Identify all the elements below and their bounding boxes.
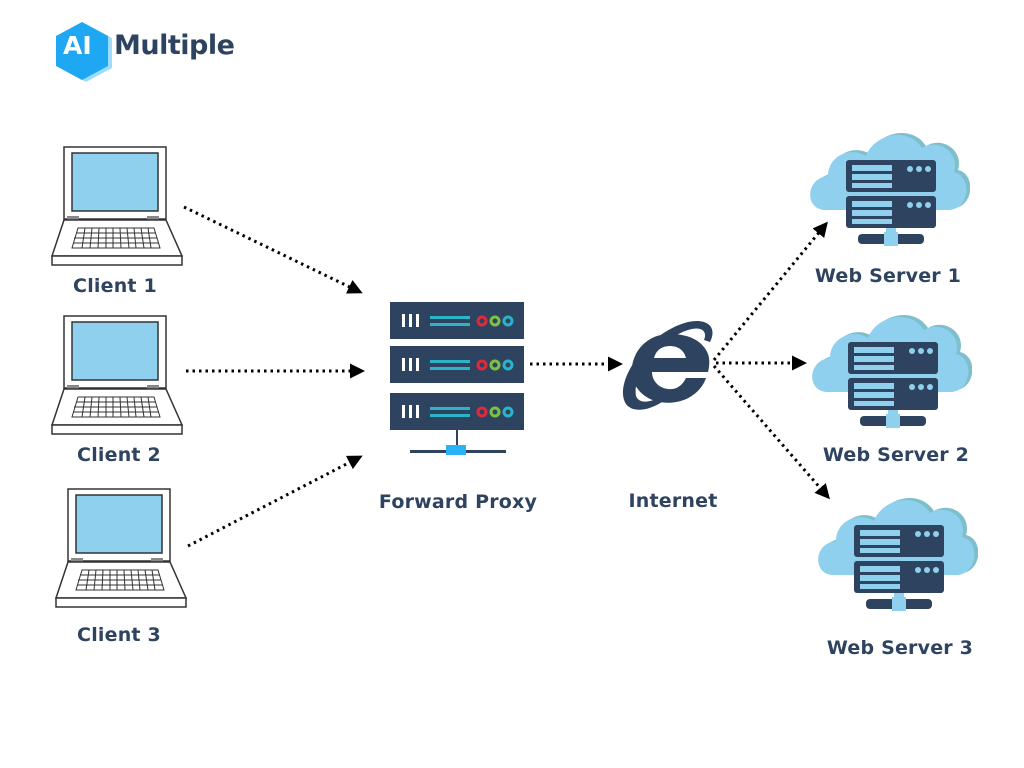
- client-1-label: Client 1: [73, 275, 157, 297]
- laptop-icon: [50, 315, 184, 435]
- logo-text: Multiple: [114, 30, 235, 61]
- web-server-1-label: Web Server 1: [814, 265, 962, 287]
- client-2-label: Client 2: [77, 444, 161, 466]
- logo-hexagon-icon: [56, 22, 112, 82]
- web-server-2-label: Web Server 2: [822, 444, 970, 466]
- logo-mark: AI: [63, 31, 92, 60]
- arrow-internet-ws3: [712, 365, 830, 500]
- cloud-server-icon: [812, 314, 972, 428]
- cloud-server-icon: [818, 497, 978, 611]
- arrow-client3-proxy: [187, 455, 363, 548]
- arrow-client1-proxy: [183, 205, 363, 294]
- client-3-label: Client 3: [77, 624, 161, 646]
- cloud-server-icon: [810, 132, 970, 246]
- laptop-icon: [50, 146, 184, 266]
- internet-label: Internet: [628, 490, 718, 512]
- internet-explorer-icon: [622, 320, 713, 410]
- server-rack-icon: [388, 302, 526, 455]
- web-server-3-label: Web Server 3: [826, 637, 974, 659]
- forward-proxy-label: Forward Proxy: [378, 491, 538, 513]
- laptop-icon: [54, 488, 188, 608]
